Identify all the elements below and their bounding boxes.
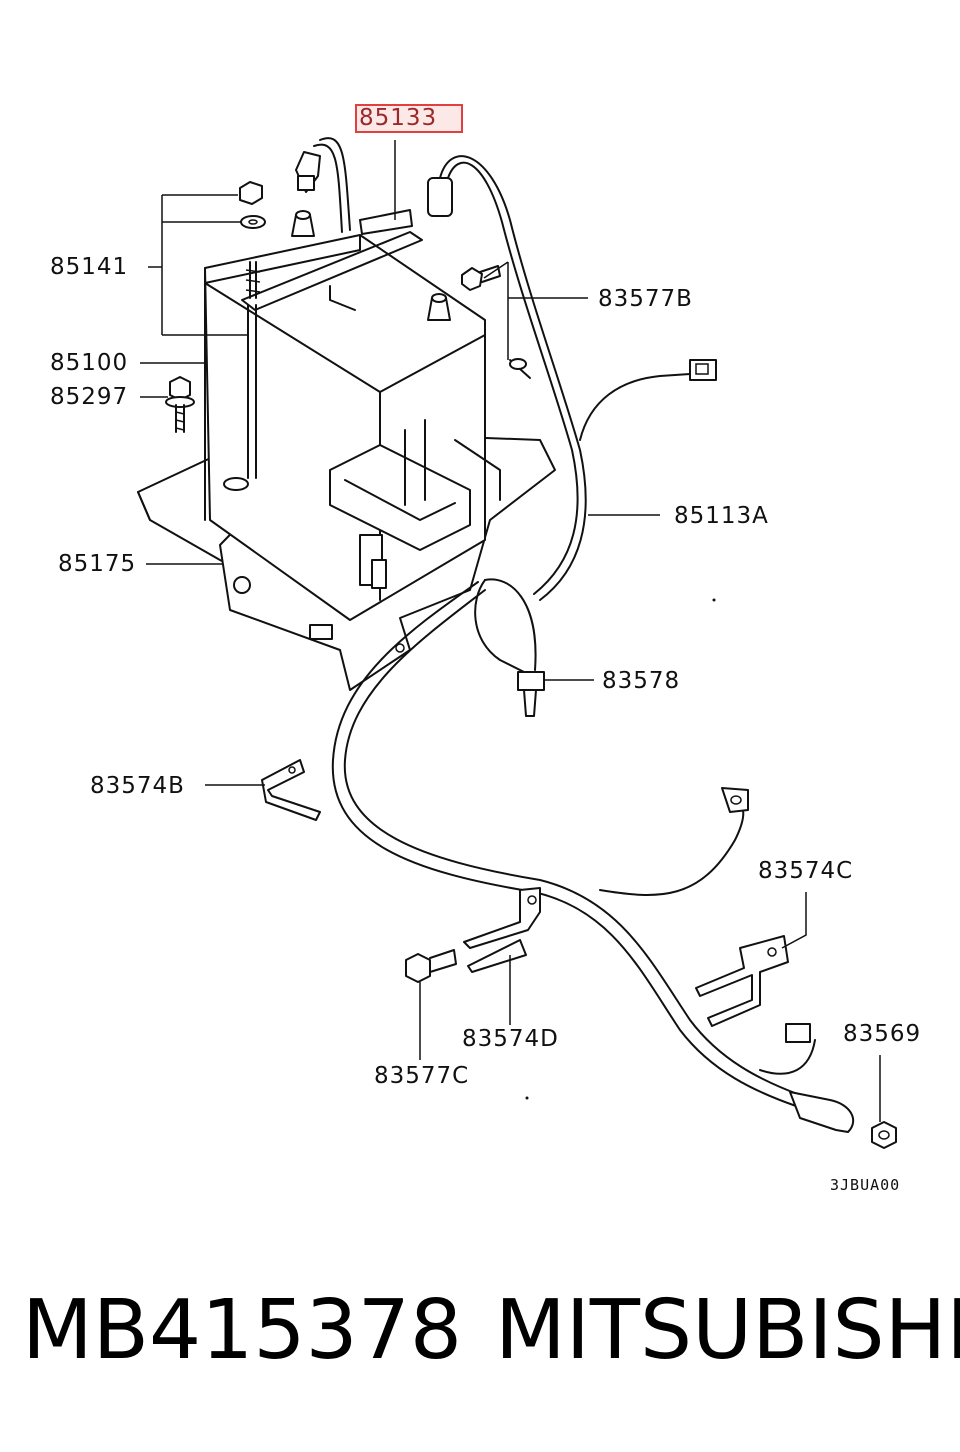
callout-85113A[interactable]: 85113A [674, 503, 769, 529]
callout-83577C[interactable]: 83577C [374, 1063, 470, 1089]
callout-85175[interactable]: 85175 [58, 551, 137, 577]
callout-83569[interactable]: 83569 [843, 1021, 922, 1047]
bolt-85297 [165, 376, 195, 433]
callout-85100[interactable]: 85100 [50, 350, 129, 376]
ground-cable [331, 578, 855, 1133]
nut-washer [239, 181, 266, 229]
callout-85297[interactable]: 85297 [50, 384, 129, 410]
brand-name: MITSUBISHI [495, 1283, 960, 1378]
cable-85133 [295, 137, 413, 235]
bracket-83574C [695, 935, 789, 1027]
bracket-83574B [261, 759, 321, 821]
callout-83577B[interactable]: 83577B [598, 286, 693, 312]
callout-83578[interactable]: 83578 [602, 668, 681, 694]
battery-assembly-drawing [137, 137, 897, 1149]
callout-83574D[interactable]: 83574D [462, 1026, 559, 1052]
cable-85113A [427, 155, 717, 601]
callout-83574B[interactable]: 83574B [90, 773, 185, 799]
leader-lines [140, 140, 881, 1122]
hold-down-brackets [329, 419, 501, 589]
hold-down-rod [223, 231, 423, 491]
parts-diagram: 85133 85141 83577B 85100 85297 85113A 85… [50, 104, 922, 1194]
bolt-83577C [405, 949, 457, 983]
callout-85141[interactable]: 85141 [50, 254, 129, 280]
callout-83574C[interactable]: 83574C [758, 858, 854, 884]
bracket-83574D [463, 887, 541, 973]
nut-83569 [871, 1121, 897, 1149]
callout-85133[interactable]: 85133 [355, 104, 463, 133]
part-number: MB415378 [22, 1283, 463, 1378]
diagram-code: 3JBUA00 [830, 1176, 901, 1194]
bolt-83577B [461, 265, 501, 291]
